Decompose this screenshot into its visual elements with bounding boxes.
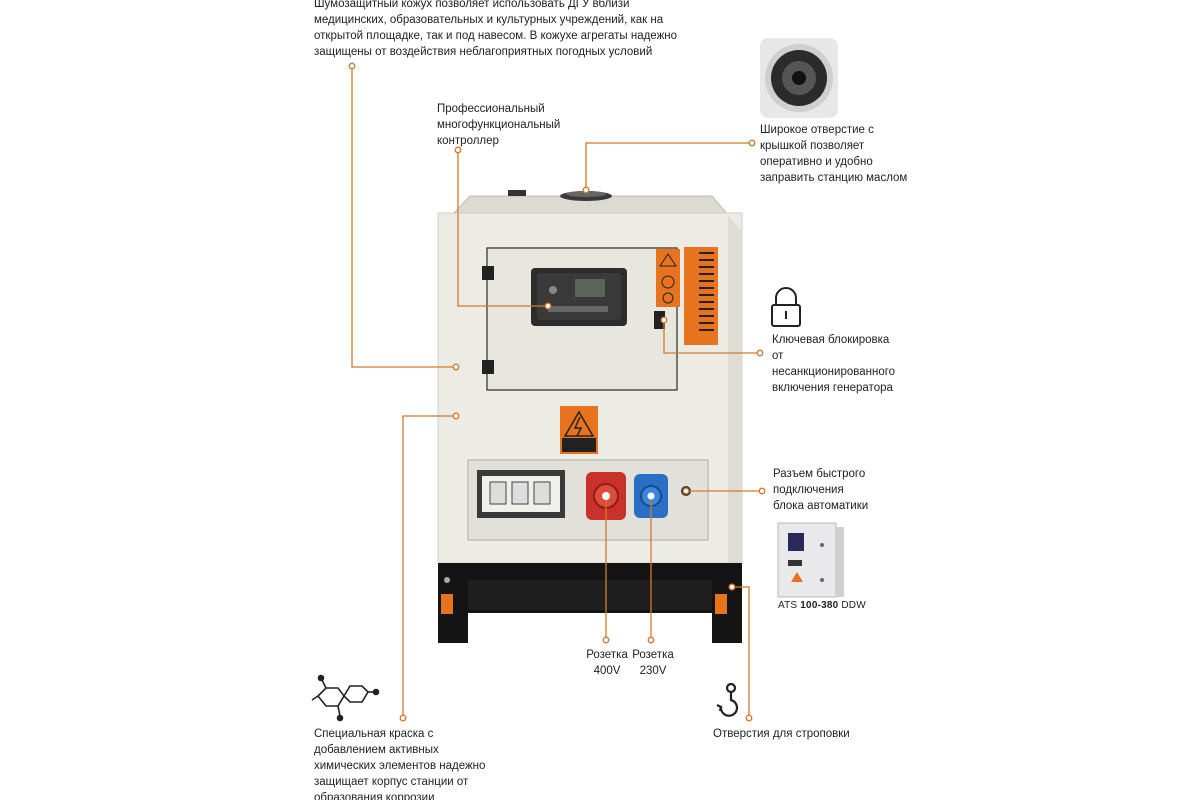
- callout-lifting: Отверстия для строповки: [713, 726, 850, 742]
- callout-line: несанкционированного: [772, 366, 896, 378]
- callout-line: многофункциональный: [437, 119, 561, 131]
- ats-prefix: ATS: [778, 600, 798, 611]
- callout-line: Ключевая блокировка: [772, 334, 890, 346]
- callout-line: медицинских, образовательных и культурны…: [314, 14, 664, 26]
- callout-enclosure: Шумозащитный кожух позволяет использоват…: [314, 0, 677, 60]
- callout-line: заправить станцию маслом: [760, 172, 908, 184]
- callout-ats-connector: Разъем быстрого подключения блока автома…: [773, 466, 868, 514]
- callout-line: защищает корпус станции от: [314, 776, 469, 788]
- callout-line: включения генератора: [772, 382, 893, 394]
- leader-lines: [351, 66, 762, 718]
- callout-line: Розетка: [586, 649, 628, 661]
- ats-model: 100-380: [800, 600, 839, 611]
- callout-paint: Специальная краска с добавлением активны…: [314, 726, 485, 800]
- leader-dots: [348, 62, 766, 722]
- callout-oil: Широкое отверстие с крышкой позволяет оп…: [760, 122, 907, 186]
- callout-line: Профессиональный: [437, 103, 545, 115]
- callout-line: оперативно и удобно: [760, 156, 873, 168]
- oil-cap-icon: [760, 38, 838, 118]
- callout-line: Специальная краска с: [314, 728, 434, 740]
- ats-suffix: DDW: [841, 600, 866, 611]
- callout-line: 230V: [639, 665, 667, 677]
- callout-line: крышкой позволяет: [760, 140, 865, 152]
- callout-lock: Ключевая блокировка от несанкционированн…: [772, 332, 895, 396]
- lock-icon: [771, 287, 801, 327]
- callout-line: от: [772, 350, 784, 362]
- callout-line: подключения: [773, 484, 844, 496]
- generator-illustration: [437, 190, 743, 643]
- callout-line: контроллер: [437, 135, 499, 147]
- callout-line: химических элементов надежно: [314, 760, 486, 772]
- callout-socket-230v: Розетка 230V: [632, 647, 674, 679]
- callout-line: 400V: [593, 665, 621, 677]
- callout-line: Разъем быстрого: [773, 468, 866, 480]
- callout-line: образования коррозии: [314, 792, 435, 800]
- callout-line: блока автоматики: [773, 500, 869, 512]
- callout-controller: Профессиональный многофункциональный кон…: [437, 101, 560, 149]
- callout-line: защищены от воздействия неблагоприятных …: [314, 46, 653, 58]
- callout-socket-400v: Розетка 400V: [586, 647, 628, 679]
- callout-line: добавлением активных: [314, 744, 439, 756]
- hook-icon: [716, 682, 739, 717]
- callout-line: Широкое отверстие с: [760, 124, 874, 136]
- molecule-icon: [311, 674, 380, 722]
- callout-line: открытой площадке, так и под навесом. В …: [314, 30, 678, 42]
- ats-cabinet-image: [777, 522, 844, 598]
- ats-model-label: ATS 100-380 DDW: [778, 600, 866, 611]
- callout-line: Шумозащитный кожух позволяет использоват…: [314, 0, 630, 10]
- callout-line: Розетка: [632, 649, 674, 661]
- callout-line: Отверстия для строповки: [713, 728, 850, 740]
